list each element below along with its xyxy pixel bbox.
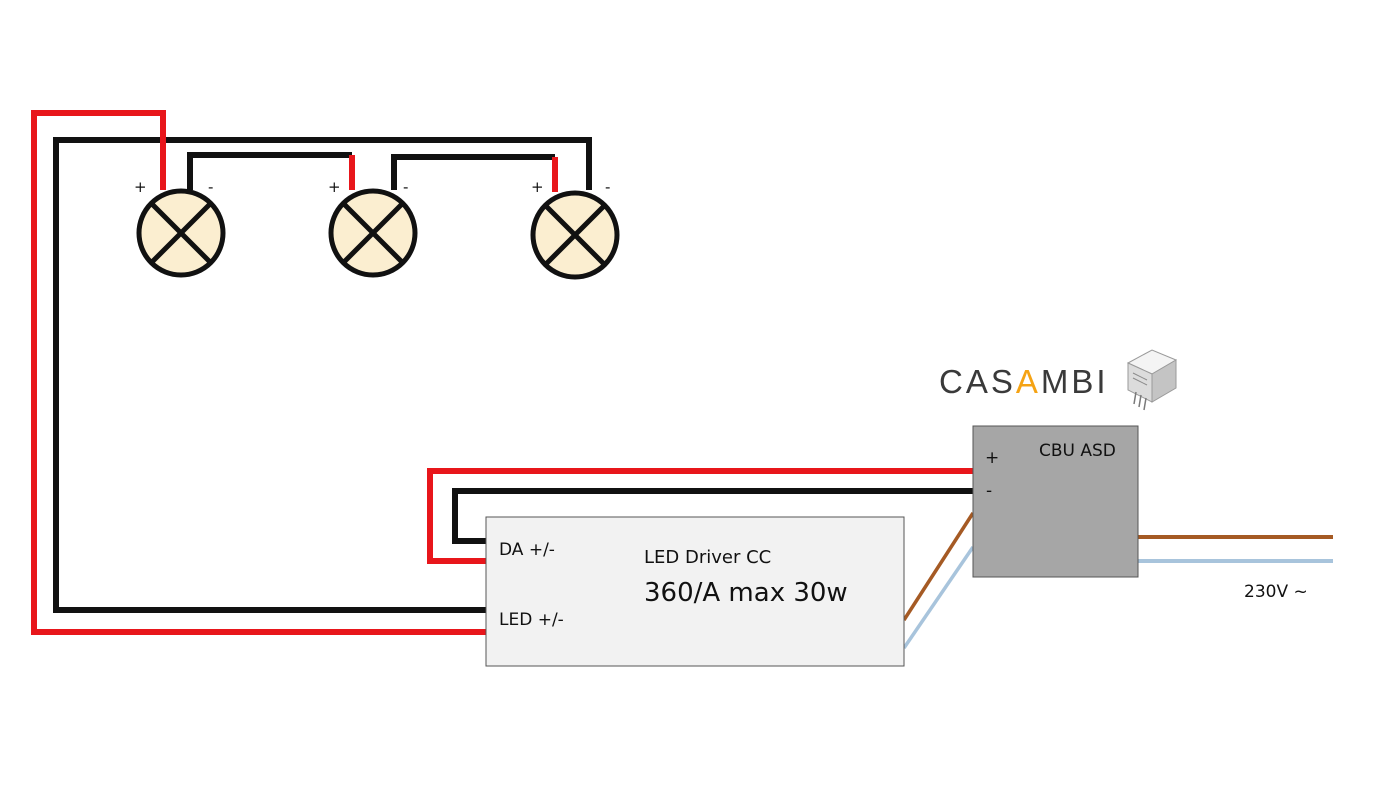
logo-accent-letter: A <box>1016 363 1041 400</box>
led-driver-unit: DA +/- LED +/- LED Driver CC 360/A max 3… <box>485 516 905 667</box>
lamp-cross <box>341 201 405 265</box>
driver-spec: 360/A max 30w <box>644 578 848 608</box>
casambi-logo-text: CASAMBI <box>939 363 1109 400</box>
dali-wiring <box>427 468 973 564</box>
cbu-asd-box <box>972 425 1139 578</box>
lamp-minus-label: - <box>208 178 213 196</box>
lamp-cross <box>149 201 213 265</box>
cbu-minus-label: - <box>986 481 992 501</box>
mains-wiring <box>902 512 1333 649</box>
lamp-feed-wire <box>31 110 486 635</box>
da-neg-wire <box>452 488 973 544</box>
led-driver-box <box>485 516 905 667</box>
lamp-minus-label: - <box>403 178 408 196</box>
mains-voltage-label: 230V ~ <box>1244 582 1308 602</box>
logo-prefix: CAS <box>939 363 1016 400</box>
logo-suffix: MBI <box>1041 363 1109 400</box>
casambi-module-icon <box>1126 349 1178 411</box>
cbu-plus-label: + <box>985 448 999 468</box>
lamp-return-wire <box>53 137 592 613</box>
driver-brown-wire <box>902 512 975 621</box>
cbu-title: CBU ASD <box>1039 441 1116 461</box>
lamp-plus-label: + <box>134 178 147 196</box>
lamp-wiring <box>31 110 592 635</box>
lamp1-to-lamp2-neg-wire <box>187 152 352 190</box>
lamp-2: + - <box>328 178 418 278</box>
driver-blue-wire <box>902 546 975 649</box>
lamp-plus-label: + <box>328 178 341 196</box>
lamp-1: + - <box>134 178 226 278</box>
lamp2-to-lamp3-neg-wire <box>391 154 555 190</box>
da-pos-wire <box>427 468 973 564</box>
lamp-cross <box>543 203 607 267</box>
lamp-plus-label: + <box>531 178 544 196</box>
driver-da-label: DA +/- <box>499 540 555 560</box>
driver-led-label: LED +/- <box>499 610 564 630</box>
cbu-asd-unit: CBU ASD + - <box>972 425 1139 578</box>
lamp-3: + - <box>530 178 620 280</box>
lamp-minus-label: - <box>605 178 610 196</box>
casambi-logo: CASAMBI <box>939 349 1178 411</box>
driver-title: LED Driver CC <box>644 547 771 568</box>
